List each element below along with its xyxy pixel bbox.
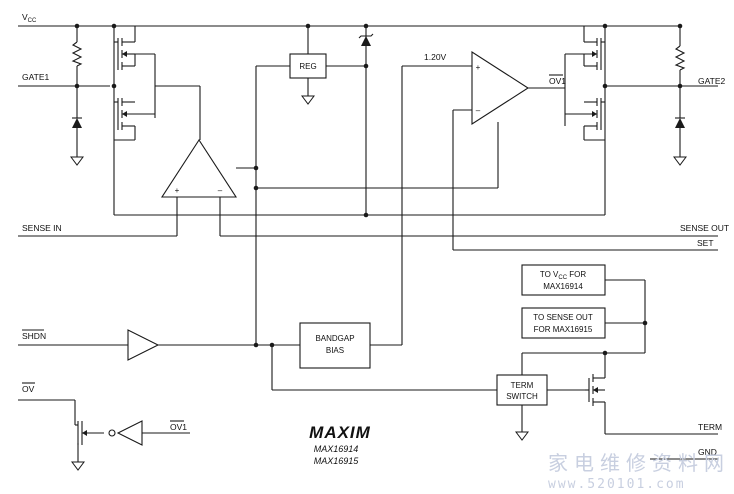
diode-gate2 — [675, 117, 685, 128]
gnd-label: GND — [698, 447, 717, 457]
set-label: SET — [697, 238, 714, 248]
comp-plus-sign: + — [175, 186, 180, 195]
to-vcc-label-2: MAX16914 — [543, 282, 583, 291]
shdn-label: SHDN — [22, 331, 46, 341]
vcc-label: VCC — [22, 12, 37, 24]
sense-comparator: + – — [160, 138, 238, 198]
comp-minus-sign: – — [218, 186, 223, 195]
sense-in-label: SENSE IN — [22, 223, 62, 233]
term-mosfet — [585, 374, 606, 406]
term-switch-label-2: SWITCH — [506, 392, 538, 401]
amp-minus-sign: – — [476, 106, 481, 115]
term-switch-label-1: TERM — [511, 381, 534, 390]
ov1-right-label: OV1 — [549, 76, 566, 86]
ov-inverter — [108, 420, 143, 446]
part-number-1: MAX16914 — [314, 444, 359, 454]
diode-gate1 — [72, 117, 82, 128]
part-number-2: MAX16915 — [314, 456, 360, 466]
mosfet-pair-right — [564, 26, 605, 141]
bandgap-label: BANDGAP — [315, 334, 354, 343]
to-vcc-box: TO VCC FOR MAX16914 — [521, 264, 606, 296]
to-sense-label-1: TO SENSE OUT — [533, 313, 593, 322]
term-switch-block: TERM SWITCH — [496, 374, 548, 406]
ov-label: OV — [22, 384, 35, 394]
ov-mosfet — [75, 421, 104, 445]
reg-label: REG — [299, 62, 316, 71]
to-vcc-label-1: TO VCC FOR — [540, 270, 587, 281]
resistor-gate2 — [674, 45, 686, 71]
junction-dots — [74, 23, 683, 356]
branding: MAXIM MAX16914 MAX16915 家电维修资料网 www.5201… — [309, 423, 730, 492]
sense-out-label: SENSE OUT — [680, 223, 729, 233]
bias-label: BIAS — [326, 346, 344, 355]
gate2-label: GATE2 — [698, 76, 726, 86]
pin-labels: VCC GATE1 GATE2 SENSE IN SENSE OUT SET S… — [22, 12, 729, 457]
watermark-text: 家电维修资料网 — [548, 451, 730, 475]
gate1-label: GATE1 — [22, 72, 50, 82]
bandgap-block: BANDGAP BIAS — [299, 322, 371, 369]
shdn-buffer — [127, 329, 160, 361]
ref-voltage-label: 1.20V — [424, 52, 447, 62]
mosfet-pair-left — [114, 26, 156, 141]
zener-diode — [358, 33, 374, 46]
watermark-url: www.520101.com — [548, 477, 686, 492]
maxim-logo: MAXIM — [309, 423, 371, 442]
to-sense-label-2: FOR MAX16915 — [534, 325, 593, 334]
to-sense-out-box: TO SENSE OUT FOR MAX16915 — [521, 307, 606, 339]
wires — [18, 25, 718, 462]
term-label: TERM — [698, 422, 722, 432]
error-amplifier: + – — [471, 50, 530, 126]
ground-symbol — [70, 95, 687, 471]
resistor-gate1 — [71, 41, 83, 67]
reg-block: REG — [289, 53, 327, 79]
ov1-left-label: OV1 — [170, 422, 187, 432]
amp-plus-sign: + — [476, 63, 481, 72]
